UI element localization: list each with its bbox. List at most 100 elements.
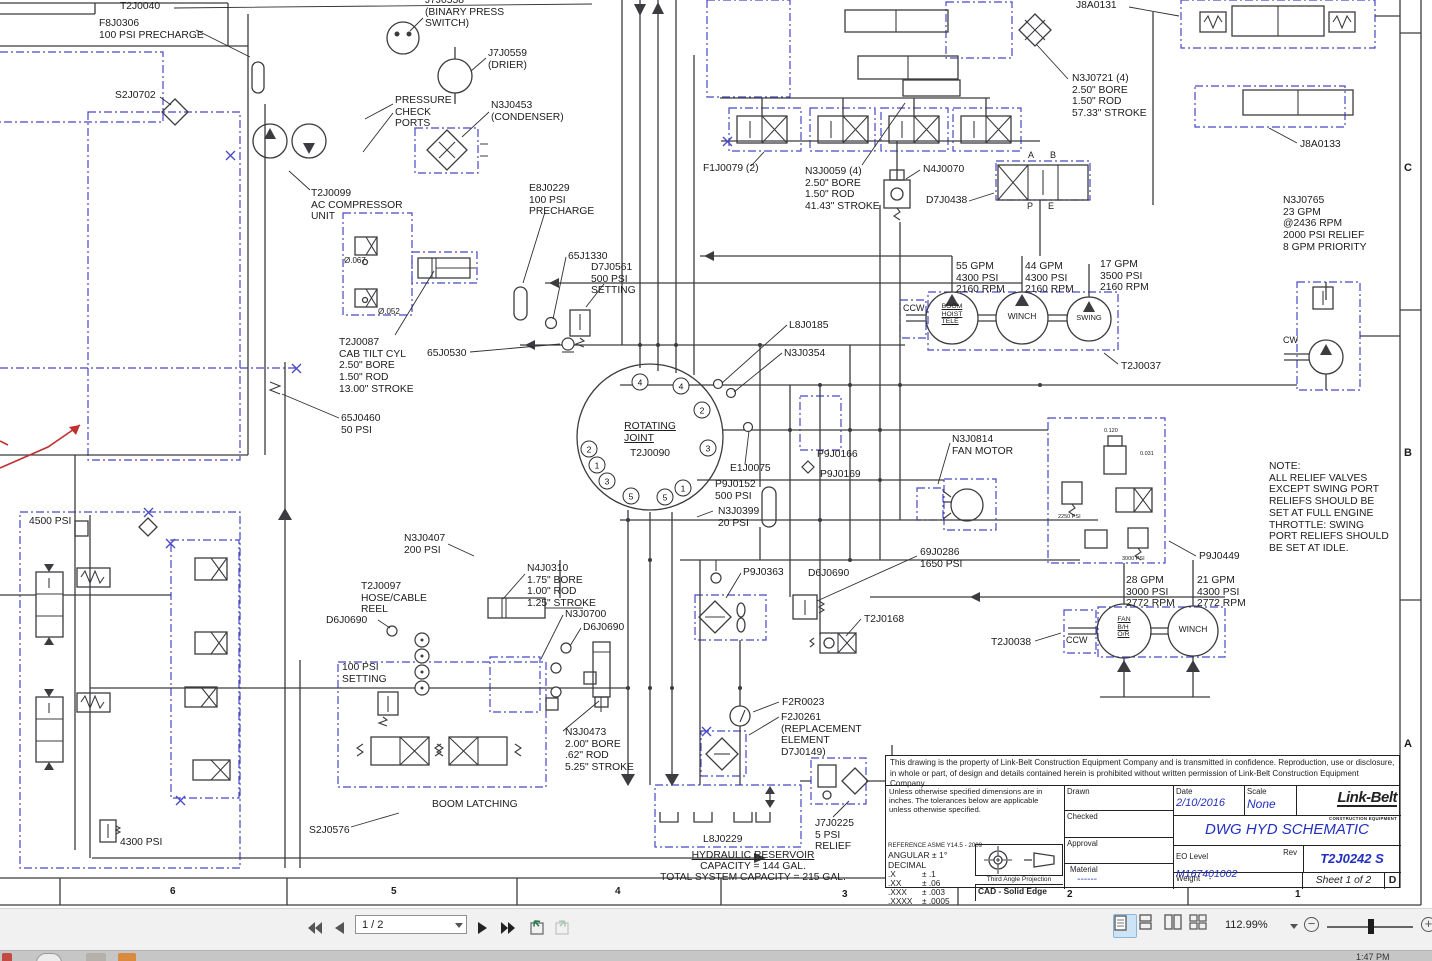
label-f2j0261: F2J0261 (REPLACEMENT ELEMENT D7J0149) (781, 712, 862, 759)
drawing-frame (0, 0, 1422, 906)
label-ccw-top: CCW (903, 303, 925, 313)
label-j7j0559: J7J0559 (DRIER) (488, 48, 527, 71)
rotating-joint-port-4-0: 4 (631, 373, 649, 391)
projection-label: Third Angle Projection (986, 876, 1052, 883)
zoom-in-button[interactable]: + (1421, 917, 1432, 932)
red-annotation (0, 424, 81, 469)
label-t2j0097: T2J0097 HOSE/CABLE REEL (361, 581, 427, 616)
rotating-joint-port-5-8: 5 (656, 488, 674, 506)
label-n3j0059: N3J0059 (4) 2.50" BORE 1.50" ROD 41.43" … (805, 166, 880, 213)
taskbar-folder-icon[interactable] (118, 953, 136, 961)
label-n4j0310: N4J0310 1.75" BORE 1.00" ROD 1.25" STROK… (527, 563, 596, 610)
label-pump-fan: FAN B/H O/R (1117, 616, 1131, 639)
zoom-dropdown-caret[interactable] (1290, 924, 1298, 929)
label-e8j0229: E8J0229 100 PSI PRECHARGE (529, 183, 595, 218)
label-n3j0473: N3J0473 2.00" BORE .62" ROD 5.25" STROKE (565, 727, 634, 774)
scale-cell: Scale None (1244, 786, 1297, 815)
label-gpm-55: 55 GPM 4300 PSI 2160 RPM (956, 261, 1005, 296)
two-page-view-button[interactable] (1164, 914, 1186, 936)
label-d6j0690-a: D6J0690 (326, 615, 368, 626)
rotating-joint-port-3-6: 3 (598, 472, 616, 490)
rotating-joint-port-1-5: 1 (588, 456, 606, 474)
label-s2j0702: S2J0702 (115, 90, 156, 101)
reference-standard: REFERENCE ASME Y14.5 - 2009 (888, 842, 983, 849)
label-j8a0133: J8A0133 (1300, 139, 1341, 150)
label-rotating-joint: ROTATING JOINT (624, 421, 676, 444)
label-n3j0354: N3J0354 (784, 348, 826, 359)
weight-sheet-row: Weight - Sheet 1 of 2 D (1173, 873, 1401, 889)
drawing-title: DWG HYD SCHEMATIC (1173, 816, 1401, 846)
label-65j0530: 65J0530 (427, 348, 467, 359)
label-n3j0453: N3J0453 (CONDENSER) (491, 100, 564, 123)
taskbar-clock[interactable]: 1:47 PM (1356, 952, 1390, 961)
label-psi-4300: 4300 PSI (120, 837, 163, 848)
label-ccw-bottom: CCW (1066, 635, 1088, 645)
label-hyd-res-total: TOTAL SYSTEM CAPACITY = 215 GAL. (660, 872, 846, 883)
label-65j1330: 65J1330 (568, 251, 608, 262)
label-69j0286: 69J0286 1650 PSI (920, 547, 963, 570)
approval-cell: Approval (1064, 838, 1173, 864)
label-pressure-check-ports: PRESSURE CHECK PORTS (395, 95, 452, 130)
label-note: NOTE: ALL RELIEF VALVES EXCEPT SWING POR… (1269, 461, 1389, 555)
eo-value: M167401002 (1176, 868, 1238, 880)
label-orif-0120: 0.120 (1104, 428, 1118, 434)
taskbar-app-icon[interactable] (36, 953, 62, 961)
date-cell: Date 2/10/2016 (1173, 786, 1245, 815)
label-j7j0225: J7J0225 5 PSI RELIEF (815, 818, 854, 853)
label-t2j0168: T2J0168 (864, 614, 905, 625)
label-p9j0449: P9J0449 (1199, 551, 1240, 562)
taskbar-app-icon[interactable] (86, 953, 106, 961)
label-n3j0721: N3J0721 (4) 2.50" BORE 1.50" ROD 57.33" … (1072, 73, 1147, 120)
label-p9j0169: P9J0169 (820, 469, 861, 480)
drawing-number: T2J0242 S (1320, 851, 1384, 866)
tolerance-row: .X± .1 (888, 869, 936, 879)
taskbar-start-icon[interactable] (2, 953, 12, 961)
label-d6j0690-b: D6J0690 (583, 622, 625, 633)
label-psi-3000: 3000 PSI (1122, 556, 1145, 562)
tolerance-row: .XX± .06 (888, 878, 941, 888)
checked-cell: Checked (1064, 811, 1173, 838)
component-symbols (161, 13, 1344, 823)
single-page-view-button[interactable] (1113, 914, 1137, 938)
continuous-scroll-view-button[interactable] (1139, 914, 1161, 936)
scale-value: None (1247, 797, 1276, 811)
label-t2j0040: T2J0040 (120, 1, 161, 12)
zoom-slider-handle[interactable] (1368, 919, 1374, 934)
leader-lines (159, 3, 1298, 828)
label-grid-2: 2 (1067, 889, 1073, 900)
zoom-out-button[interactable]: − (1304, 917, 1319, 932)
angular-tolerance: ANGULAR ± 1° (888, 850, 948, 860)
valve-symbols (35, 5, 1356, 843)
eo-level-cell: EO Level Rev M167401002 (1173, 846, 1304, 880)
material-cell: Material ------ (1064, 864, 1173, 889)
label-f2r0023: F2R0023 (782, 697, 825, 708)
label-hyd-res-cap: CAPACITY = 144 GAL. (700, 861, 806, 872)
label-n3j0407: N3J0407 200 PSI (404, 533, 446, 556)
rotating-joint-port-3-3: 3 (699, 439, 717, 457)
label-pump-swing: SWING (1076, 313, 1102, 322)
label-pump-winch-top: WINCH (1007, 311, 1037, 321)
title-block: This drawing is the property of Link-Bel… (885, 755, 1401, 906)
label-pump-boom-hoist-tele: BOOM HOIST TELE (941, 303, 963, 326)
label-orif-0031: 0.031 (1140, 451, 1154, 457)
label-port-p: P (1027, 201, 1034, 211)
label-s2j0576: S2J0576 (309, 825, 350, 836)
label-d7j0438: D7J0438 (926, 195, 968, 206)
label-t2j0087: T2J0087 CAB TILT CYL 2.50" BORE 1.50" RO… (339, 337, 414, 395)
label-gpm-28: 28 GPM 3000 PSI 2772 RPM (1126, 575, 1175, 610)
label-pump-winch-bottom: WINCH (1178, 624, 1208, 634)
label-f8j0306: F8J0306 100 PSI PRECHARGE (99, 18, 204, 41)
label-p9j0152: P9J0152 500 PSI (715, 479, 756, 502)
label-port-e: E (1048, 201, 1055, 211)
two-page-scroll-view-button[interactable] (1189, 914, 1211, 936)
pdf-toolbar: 112.99% − + (0, 908, 1432, 951)
label-j7j0558: J7J0558 (BINARY PRESS SWITCH) (425, 0, 505, 30)
page-dropdown-caret[interactable] (455, 923, 463, 928)
drawn-cell: Drawn (1064, 786, 1173, 811)
page-number-input[interactable] (355, 915, 467, 934)
rotating-joint-port-4-1: 4 (672, 377, 690, 395)
decimal-label: DECIMAL (888, 860, 927, 870)
label-grid-c: C (1404, 162, 1412, 174)
label-p9j0166: P9J0166 (817, 449, 858, 460)
